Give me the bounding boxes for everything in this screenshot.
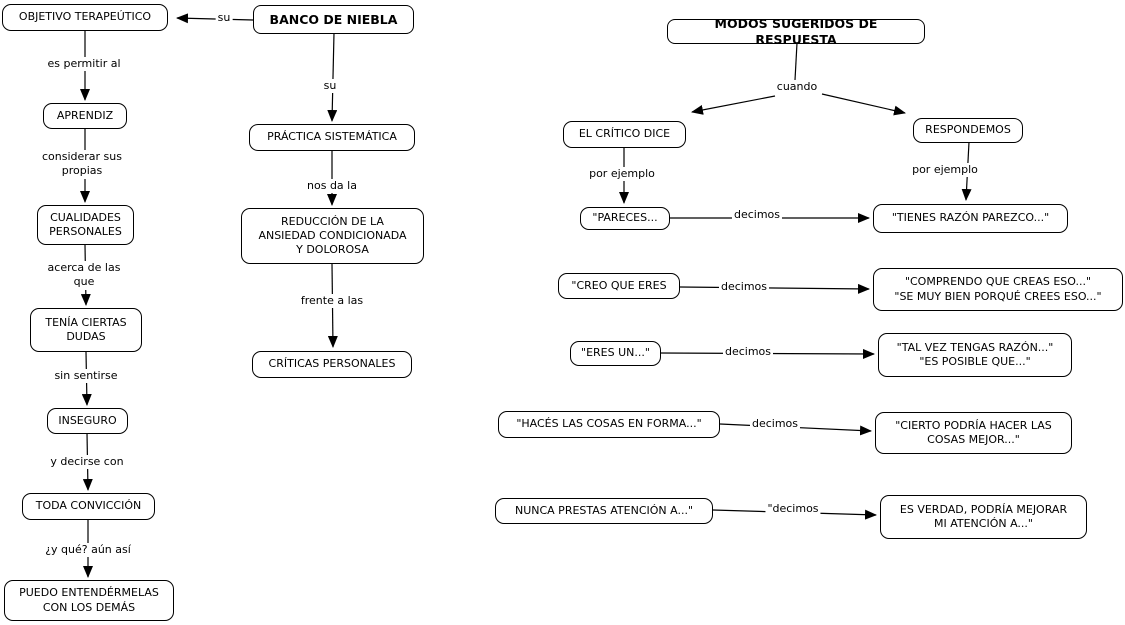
node-tenia-ciertas-dudas[interactable]: TENÍA CIERTAS DUDAS — [30, 308, 142, 352]
link-label-sin-sentirse[interactable]: sin sentirse — [52, 369, 120, 384]
node-cualidades-personales[interactable]: CUALIDADES PERSONALES — [37, 205, 134, 245]
link-label-por-ejemplo-left[interactable]: por ejemplo — [587, 167, 657, 182]
link-label-decimos-5[interactable]: "decimos — [765, 502, 821, 517]
connector-line — [691, 95, 776, 115]
link-label-acerca-de-las-que[interactable]: acerca de las que — [45, 261, 123, 290]
node-el-critico-dice[interactable]: EL CRÍTICO DICE — [563, 121, 686, 148]
link-label-y-que-aun-asi[interactable]: ¿y qué? aún así — [43, 543, 133, 558]
node-banco-de-niebla[interactable]: BANCO DE NIEBLA — [253, 5, 414, 34]
link-label-y-decirse-con[interactable]: y decirse con — [48, 455, 126, 470]
link-label-es-permitir-al[interactable]: es permitir al — [45, 57, 123, 72]
node-respondemos[interactable]: RESPONDEMOS — [913, 118, 1023, 143]
node-practica-sistematica[interactable]: PRÁCTICA SISTEMÁTICA — [249, 124, 415, 151]
link-label-decimos-3[interactable]: decimos — [722, 345, 774, 360]
node-reduccion-ansiedad[interactable]: REDUCCIÓN DE LA ANSIEDAD CONDICIONADA Y … — [241, 208, 424, 264]
node-respuesta-tienes-razon[interactable]: "TIENES RAZÓN PAREZCO..." — [873, 204, 1068, 233]
node-modos-sugeridos[interactable]: MODOS SUGERIDOS DE RESPUESTA — [667, 16, 925, 47]
link-label-decimos-2[interactable]: decimos — [718, 280, 770, 295]
link-label-decimos-1[interactable]: decimos — [731, 208, 783, 223]
node-objetivo-terapeutico[interactable]: OBJETIVO TERAPEÚTICO — [2, 4, 168, 31]
node-dice-creo-que-eres[interactable]: "CREO QUE ERES — [558, 273, 680, 299]
link-label-decimos-4[interactable]: decimos — [749, 417, 801, 432]
node-criticas-personales[interactable]: CRÍTICAS PERSONALES — [252, 351, 412, 378]
node-respuesta-cierto-podria[interactable]: "CIERTO PODRÍA HACER LAS COSAS MEJOR..." — [875, 412, 1072, 454]
link-label-cuando[interactable]: cuando — [774, 80, 820, 95]
node-aprendiz[interactable]: APRENDIZ — [43, 103, 127, 129]
node-toda-conviccion[interactable]: TODA CONVICCIÓN — [22, 493, 155, 520]
node-respuesta-tal-vez[interactable]: "TAL VEZ TENGAS RAZÓN..." "ES POSIBLE QU… — [878, 333, 1072, 377]
node-dice-haces-las-cosas[interactable]: "HACÉS LAS COSAS EN FORMA..." — [498, 411, 720, 438]
connector-line — [794, 42, 798, 81]
connector-line — [821, 93, 906, 116]
connector-line — [176, 13, 254, 24]
link-label-su-down[interactable]: su — [321, 79, 339, 94]
node-respuesta-es-verdad[interactable]: ES VERDAD, PODRÍA MEJORAR MI ATENCIÓN A.… — [880, 495, 1087, 539]
link-label-considerar-sus-propias[interactable]: considerar sus propias — [39, 150, 125, 179]
connector-line — [327, 32, 338, 122]
link-label-por-ejemplo-right[interactable]: por ejemplo — [910, 163, 980, 178]
node-dice-nunca-prestas[interactable]: NUNCA PRESTAS ATENCIÓN A..." — [495, 498, 713, 524]
link-label-su-left[interactable]: su — [215, 11, 233, 26]
node-dice-pareces[interactable]: "PARECES... — [580, 207, 670, 230]
connector-line — [679, 283, 870, 294]
link-label-frente-a-las[interactable]: frente a las — [298, 294, 366, 309]
node-puedo-entendermelas[interactable]: PUEDO ENTENDÉRMELAS CON LOS DEMÁS — [4, 580, 174, 621]
node-inseguro[interactable]: INSEGURO — [47, 408, 128, 434]
node-dice-eres-un[interactable]: "ERES UN..." — [570, 341, 661, 366]
link-label-nos-da-la[interactable]: nos da la — [305, 179, 359, 194]
node-respuesta-comprendo[interactable]: "COMPRENDO QUE CREAS ESO..." "SE MUY BIE… — [873, 268, 1123, 311]
